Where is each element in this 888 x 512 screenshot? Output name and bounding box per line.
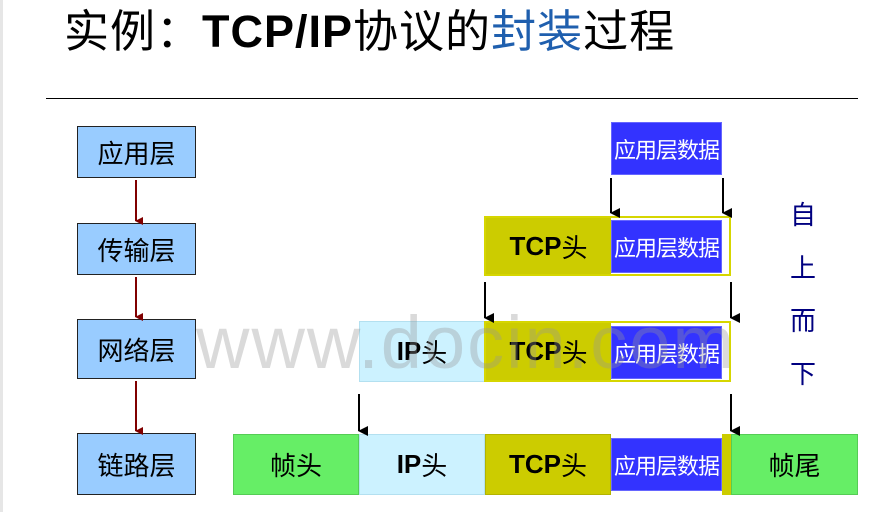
app-data-box: 应用层数据	[611, 122, 722, 175]
link-frame-trailer: 帧尾	[731, 434, 858, 495]
network-tcp-header-latin: TCP	[509, 336, 562, 366]
direction-char: 自	[790, 201, 817, 231]
network-app-data: 应用层数据	[611, 326, 722, 379]
link-tcp-tail	[722, 434, 732, 495]
link-ip-header-cn: 头	[421, 452, 448, 482]
transport-app-data: 应用层数据	[611, 220, 722, 273]
network-ip-header-cn: 头	[421, 339, 448, 369]
direction-label: 自 上 而 下	[790, 190, 816, 402]
left-edge-rule	[0, 0, 3, 512]
title-middle: 协议的	[353, 5, 492, 58]
link-app-data: 应用层数据	[611, 438, 722, 491]
link-tcp-header-latin: TCP	[508, 449, 561, 479]
page-title: 实例：TCP/IP协议的封装过程	[64, 2, 675, 62]
layer-network: 网络层	[77, 319, 196, 379]
transport-tcp-header-latin: TCP	[509, 230, 562, 261]
title-suffix: 过程	[583, 5, 676, 58]
direction-char: 而	[790, 307, 817, 337]
link-frame-header: 帧头	[233, 434, 359, 495]
title-highlight: 封装	[491, 5, 584, 58]
layer-application: 应用层	[77, 126, 196, 178]
direction-char: 下	[790, 360, 817, 390]
link-tcp-header-cn: 头	[560, 452, 587, 482]
network-ip-header-latin: IP	[396, 336, 422, 366]
link-ip-header-latin: IP	[396, 449, 422, 479]
transport-tcp-header-cn: 头	[561, 233, 588, 264]
transport-segment-outline	[484, 216, 731, 276]
title-prefix: 实例：	[64, 5, 203, 58]
network-tcp-header-cn: 头	[561, 339, 588, 369]
direction-char: 上	[790, 254, 817, 284]
title-latin: TCP/IP	[202, 6, 354, 57]
network-segment-outline	[484, 321, 731, 382]
title-divider	[46, 98, 858, 99]
